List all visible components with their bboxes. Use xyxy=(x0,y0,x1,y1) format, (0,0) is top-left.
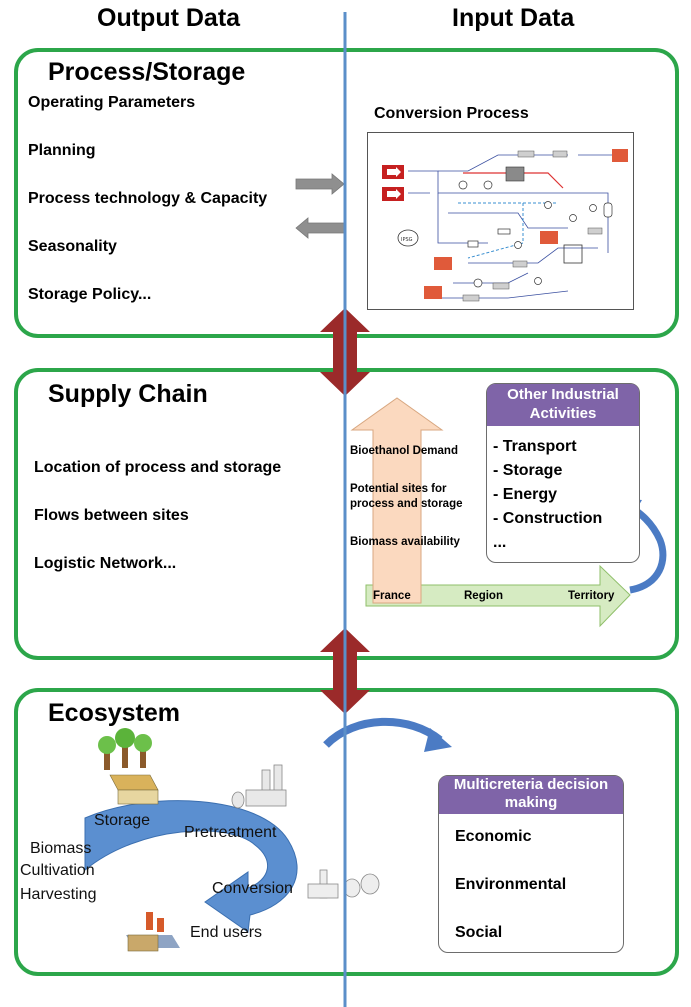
pretreatment-plant-icon xyxy=(231,764,287,809)
stage-pretreatment: Pretreatment xyxy=(184,824,277,841)
process-storage-title: Process/Storage xyxy=(48,58,246,86)
potential-sites-label: Potential sites for process and storage xyxy=(350,483,463,510)
output-data-header: Output Data xyxy=(97,4,241,32)
transport-item: - Transport xyxy=(493,438,577,455)
scale-arrow-icon xyxy=(365,564,631,628)
biomass-availability-label: Biomass availability xyxy=(350,536,460,548)
construction-item: - Construction xyxy=(493,510,603,527)
supply-chain-title: Supply Chain xyxy=(48,380,208,408)
stage-storage: Storage xyxy=(94,812,151,829)
conversion-process-flowsheet: IPSG xyxy=(367,132,634,310)
multicriteria-box: Multicreteria decision making Economic E… xyxy=(438,775,624,953)
storage-building-icon xyxy=(98,728,159,805)
scale-label-territory: Territory xyxy=(568,590,615,602)
conversion-plant-icon xyxy=(307,869,380,899)
criterion-economic: Economic xyxy=(455,828,532,845)
other-industrial-activities-title: Other Industrial Activities xyxy=(487,384,639,426)
stage-cultivation: Cultivation xyxy=(20,862,95,879)
criterion-social: Social xyxy=(455,924,503,941)
flowsheet-drawing: IPSG xyxy=(382,149,628,302)
flowsheet-label: IPSG xyxy=(401,237,413,243)
process-technology-label: Process technology & Capacity xyxy=(28,190,268,207)
stage-harvesting: Harvesting xyxy=(20,886,97,903)
ellipsis-item: ... xyxy=(493,534,507,551)
planning-label: Planning xyxy=(28,142,96,159)
operating-parameters-label: Operating Parameters xyxy=(28,94,196,111)
storage-policy-label: Storage Policy... xyxy=(28,286,152,303)
conversion-process-title: Conversion Process xyxy=(374,105,529,122)
energy-item: - Energy xyxy=(493,486,558,503)
scale-label-region: Region xyxy=(464,590,503,602)
stage-conversion: Conversion xyxy=(212,880,293,897)
other-industrial-activities-box: Other Industrial Activities - Transport … xyxy=(486,383,640,563)
up-arrow-icon xyxy=(350,397,444,604)
multicriteria-title: Multicreteria decision making xyxy=(439,776,623,814)
location-label: Location of process and storage xyxy=(34,459,282,476)
logistic-network-label: Logistic Network... xyxy=(34,555,177,572)
flows-label: Flows between sites xyxy=(34,507,189,524)
stage-end-users: End users xyxy=(190,924,263,941)
ecosystem-curved-arrow-head-icon xyxy=(424,728,452,752)
end-users-factory-icon xyxy=(126,912,180,952)
scale-label-france: France xyxy=(373,590,411,602)
seasonality-label: Seasonality xyxy=(28,238,117,255)
bioethanol-demand-label: Bioethanol Demand xyxy=(350,445,458,457)
lifecycle-arrow-icon xyxy=(84,800,298,933)
input-data-header: Input Data xyxy=(452,4,575,32)
ecosystem-title: Ecosystem xyxy=(48,699,181,727)
ecosystem-curved-arrow-body xyxy=(323,717,443,748)
criterion-environmental: Environmental xyxy=(455,876,567,893)
right-arrow-icon xyxy=(295,173,345,195)
storage-item: - Storage xyxy=(493,462,563,479)
stage-biomass: Biomass xyxy=(30,840,92,857)
